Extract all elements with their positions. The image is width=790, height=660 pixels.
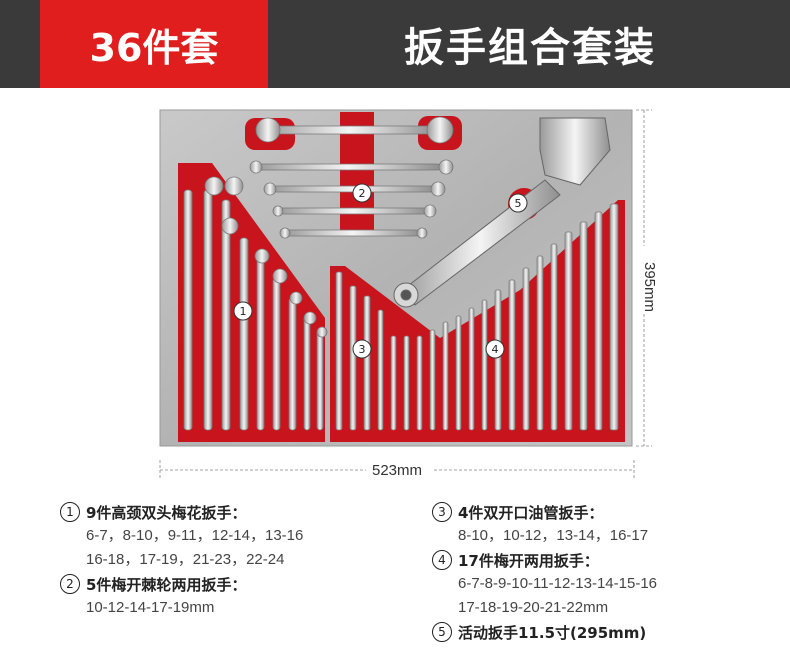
marker-1	[233, 301, 253, 321]
marker-2	[352, 183, 372, 203]
legend-entry-sizes: 10-12-14-17-19mm	[86, 599, 215, 616]
legend-entry-sizes: 6-7，8-10，9-11，12-14，13-16	[86, 527, 304, 544]
dimension-lines	[159, 109, 652, 478]
legend-entry-5: 5 活动扳手11.5寸(295mm)	[432, 620, 657, 644]
tool-tray-illustration: 1 2 3 4 5	[159, 109, 652, 478]
callout-markers: 1 2 3 4 5	[233, 183, 528, 359]
marker-5-label: 5	[515, 197, 522, 210]
legend-entry-3: 3 4件双开口油管扳手： 8-10，10-12，13-14，16-17	[432, 500, 657, 548]
foam-pocket-1	[178, 163, 325, 442]
legend-number-badge: 5	[432, 622, 452, 642]
legend-entry-1: 1 9件高颈双头梅花扳手： 6-7，8-10，9-11，12-14，13-16 16-…	[60, 500, 303, 572]
piece-count-badge: 36件套	[40, 0, 268, 88]
foam-pocket-2	[340, 112, 374, 232]
legend-entry-title: 活动扳手11.5寸(295mm)	[458, 623, 647, 642]
legend-entry-heading: 4 17件梅开两用扳手：	[432, 548, 657, 572]
legend-entry-sizes: 8-10，10-12，13-14，16-17	[458, 527, 649, 544]
marker-4	[485, 339, 505, 359]
legend-number-badge: 4	[432, 550, 452, 570]
legend-entry-sizes: 16-18，17-19，21-23，22-24	[86, 551, 285, 568]
legend-entry-heading: 1 9件高颈双头梅花扳手：	[60, 500, 303, 524]
header-bar: 36件套 扳手组合套装	[0, 0, 790, 88]
legend-number-badge: 3	[432, 502, 452, 522]
legend-number-badge: 1	[60, 502, 80, 522]
width-dimension-label: 523mm	[372, 462, 423, 479]
legend-column-left: 1 9件高颈双头梅花扳手： 6-7，8-10，9-11，12-14，13-16 16-…	[60, 500, 303, 620]
legend-entry-title: 17件梅开两用扳手：	[458, 551, 599, 570]
ratchet-wrench-group	[249, 116, 454, 239]
marker-1-label: 1	[240, 305, 247, 318]
marker-3	[352, 339, 372, 359]
legend-entry-heading: 5 活动扳手11.5寸(295mm)	[432, 620, 657, 644]
marker-5	[508, 193, 528, 213]
offset-box-wrench-group	[183, 176, 328, 431]
legend-entry-title: 5件梅开棘轮两用扳手：	[86, 575, 247, 594]
legend-number-badge: 2	[60, 574, 80, 594]
legend-entry-title: 4件双开口油管扳手：	[458, 503, 604, 522]
legend-entry-2: 2 5件梅开棘轮两用扳手： 10-12-14-17-19mm	[60, 572, 303, 620]
marker-4-label: 4	[492, 343, 499, 356]
height-dimension-label: 395mm	[641, 262, 658, 313]
legend-entry-heading: 3 4件双开口油管扳手：	[432, 500, 657, 524]
legend-column-right: 3 4件双开口油管扳手： 8-10，10-12，13-14，16-17 4 17件梅开两…	[432, 500, 657, 644]
product-title: 扳手组合套装	[404, 25, 656, 71]
legend-entry-sizes: 6-7-8-9-10-11-12-13-14-15-16	[458, 575, 657, 592]
combination-wrench-group	[335, 203, 619, 431]
marker-2-label: 2	[359, 187, 366, 200]
marker-3-label: 3	[359, 343, 366, 356]
legend-entry-sizes: 17-18-19-20-21-22mm	[458, 599, 609, 616]
legend-entry-title: 9件高颈双头梅花扳手：	[86, 503, 247, 522]
legend-entry-4: 4 17件梅开两用扳手： 6-7-8-9-10-11-12-13-14-15-16 1…	[432, 548, 657, 620]
legend-entry-heading: 2 5件梅开棘轮两用扳手：	[60, 572, 303, 596]
